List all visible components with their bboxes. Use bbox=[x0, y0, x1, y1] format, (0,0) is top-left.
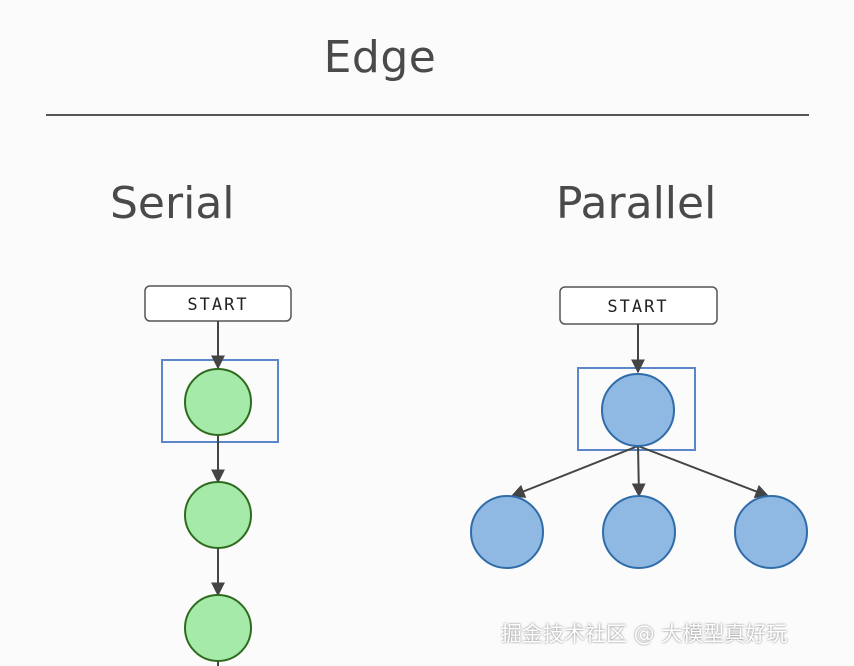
parallel-heading: Parallel bbox=[556, 178, 717, 229]
serial-node-2 bbox=[184, 481, 252, 549]
parallel-child-node-right bbox=[734, 495, 808, 569]
parallel-parent-node bbox=[601, 373, 675, 447]
watermark: 掘金技术社区 @ 大模型真好玩 bbox=[501, 622, 788, 646]
parallel-graph: START bbox=[470, 286, 808, 569]
slide-title: Edge bbox=[323, 32, 437, 83]
serial-start-label: START bbox=[187, 295, 248, 315]
title-divider bbox=[46, 114, 809, 116]
parallel-edge-to-right bbox=[637, 445, 770, 499]
serial-heading: Serial bbox=[110, 178, 235, 229]
parallel-edge-to-middle bbox=[631, 445, 646, 498]
parallel-edge-to-left bbox=[510, 445, 639, 498]
parallel-child-node-middle bbox=[602, 495, 676, 569]
serial-node-3 bbox=[184, 594, 252, 662]
parallel-child-node-left bbox=[470, 495, 544, 569]
parallel-start-label: START bbox=[607, 297, 668, 317]
serial-node-1 bbox=[184, 368, 252, 436]
serial-graph: START bbox=[144, 285, 292, 666]
